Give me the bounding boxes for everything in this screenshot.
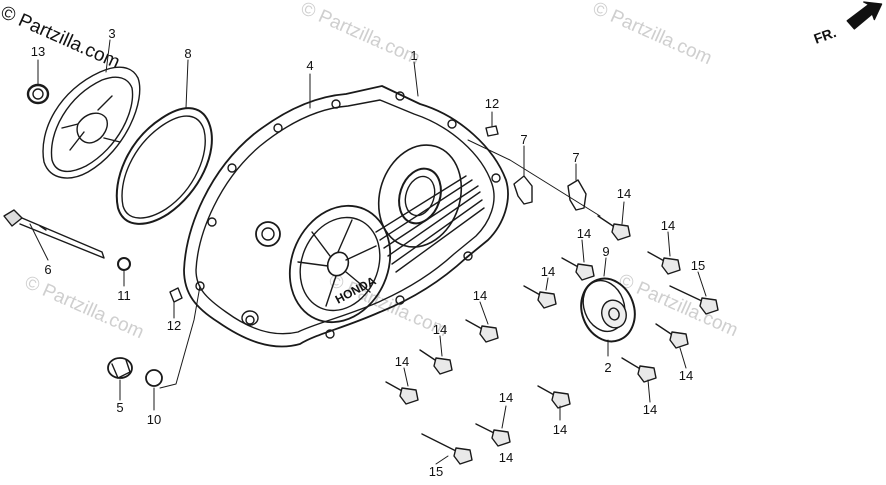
part-12-dowel-pin xyxy=(169,125,499,303)
callout-11: 11 xyxy=(117,288,131,303)
callout-14: 14 xyxy=(679,368,693,383)
callout-2: 2 xyxy=(604,360,611,375)
part-11-o-ring xyxy=(117,257,131,271)
part-5-drain-plug xyxy=(107,357,133,379)
part-3-cover-plate xyxy=(42,66,141,179)
callout-14: 14 xyxy=(643,402,657,417)
callout-13: 13 xyxy=(31,44,45,59)
callout-15: 15 xyxy=(691,258,705,273)
callout-9: 9 xyxy=(602,244,609,259)
callout-14: 14 xyxy=(661,218,675,233)
callout-14: 14 xyxy=(395,354,409,369)
part-6-dipstick xyxy=(3,209,105,259)
part-14-bolt xyxy=(385,215,689,447)
front-direction-label: FR. xyxy=(812,24,839,47)
part-7-bracket xyxy=(513,175,587,211)
front-direction-arrow xyxy=(846,1,883,30)
part-13-seal-ring xyxy=(26,83,50,105)
callout-12: 12 xyxy=(485,96,499,111)
callout-12: 12 xyxy=(167,318,181,333)
callout-14: 14 xyxy=(433,322,447,337)
callout-7: 7 xyxy=(572,150,579,165)
part-15-bolt xyxy=(421,285,719,465)
callout-3: 3 xyxy=(108,26,115,41)
callout-14: 14 xyxy=(499,450,513,465)
callout-6: 6 xyxy=(44,262,51,277)
part-10-sealing-ring xyxy=(145,369,163,387)
callout-8: 8 xyxy=(184,46,191,61)
callout-5: 5 xyxy=(116,400,123,415)
part-2-pulley xyxy=(580,277,636,343)
leader-lines xyxy=(29,39,609,411)
callout-14: 14 xyxy=(499,390,513,405)
callout-10: 10 xyxy=(147,412,161,427)
part-1-clutch-cover xyxy=(183,85,509,348)
part-8-o-ring xyxy=(115,107,213,225)
callout-14: 14 xyxy=(541,264,555,279)
callout-14: 14 xyxy=(617,186,631,201)
callout-14: 14 xyxy=(553,422,567,437)
callout-1: 1 xyxy=(410,48,417,63)
callout-14: 14 xyxy=(577,226,591,241)
callout-4: 4 xyxy=(306,58,313,73)
callout-7: 7 xyxy=(520,132,527,147)
callout-15: 15 xyxy=(429,464,443,479)
callout-14: 14 xyxy=(473,288,487,303)
